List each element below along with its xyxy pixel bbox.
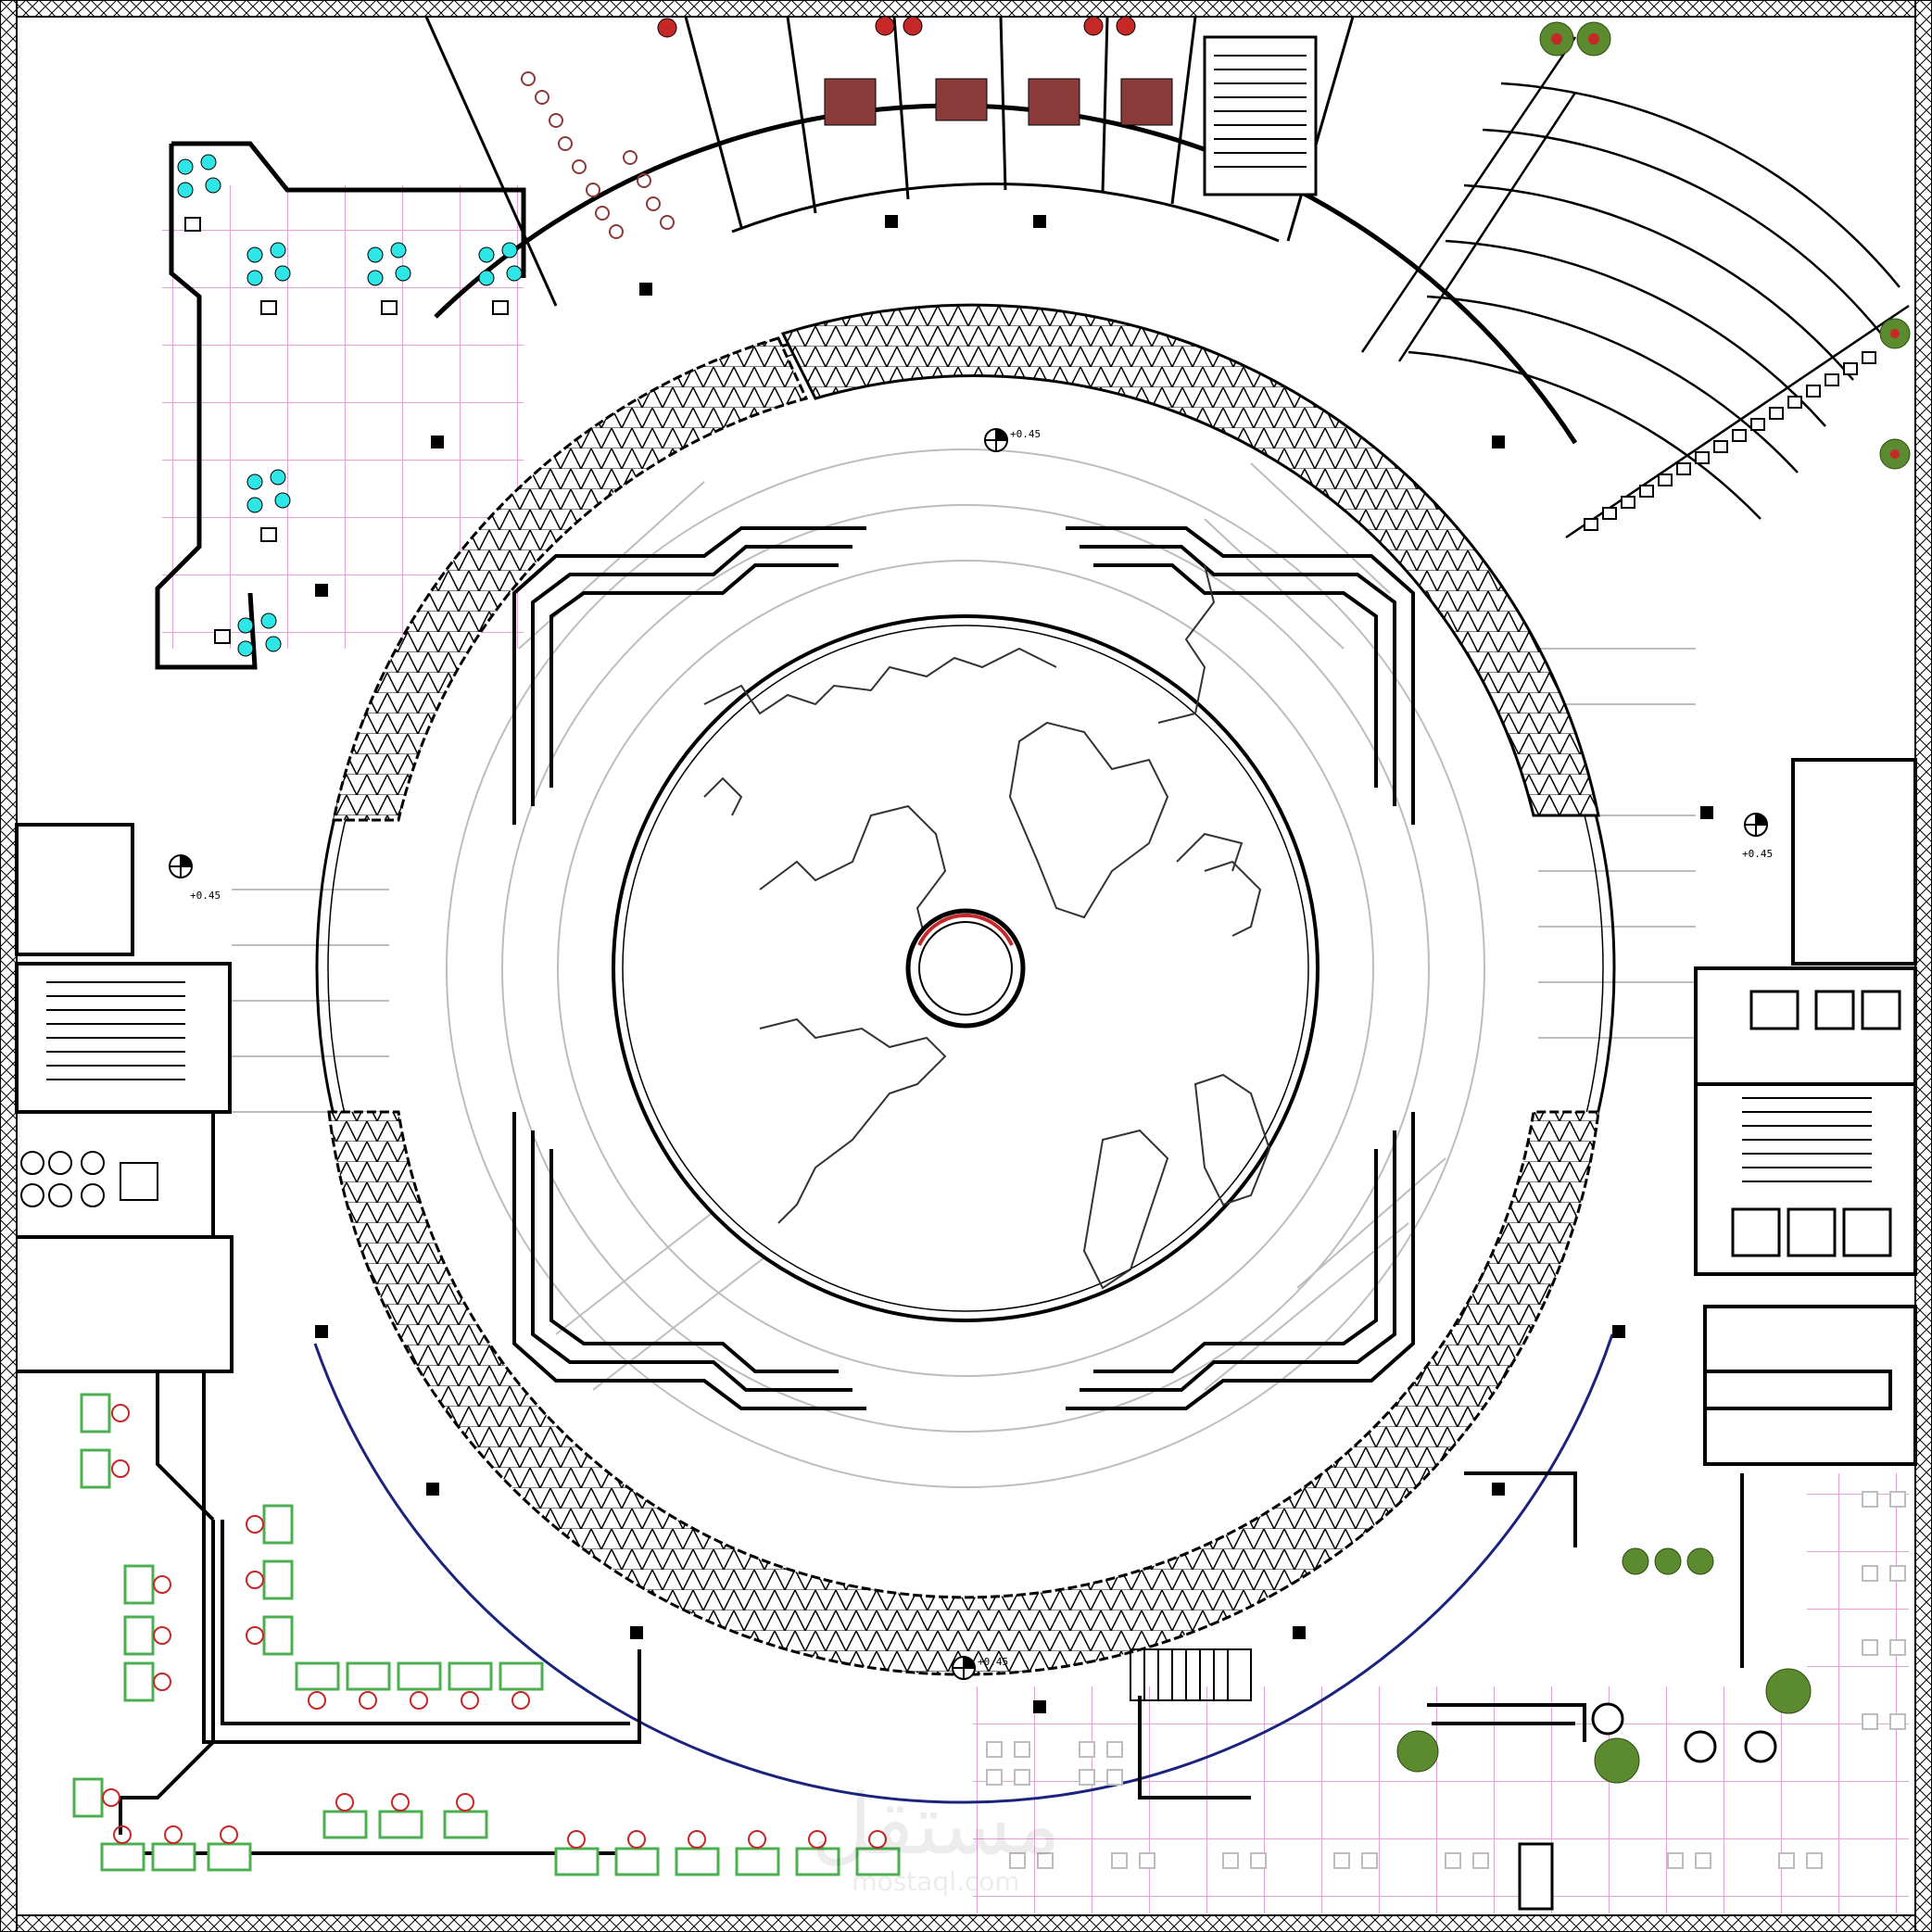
cafe-table (1518, 1702, 1777, 1911)
north-rooms (424, 16, 1355, 307)
level-label-east: +0.45 (1742, 848, 1773, 860)
decorative-frame (512, 526, 1415, 1410)
north-west-seating (521, 71, 675, 239)
auditorium (1360, 36, 1910, 539)
office-grid-zone (162, 185, 1909, 1913)
east-stair (1742, 1097, 1872, 1182)
level-mark-west: +0.45 (169, 854, 221, 902)
west-stair (46, 981, 185, 1080)
east-core (1694, 758, 1917, 1466)
workstation-cluster (177, 154, 523, 657)
dining-chair (986, 1491, 1906, 1869)
computer-desk (72, 1393, 901, 1876)
meeting-furniture (657, 16, 1173, 126)
cafe-walls (1138, 1370, 1892, 1799)
south-stair (1130, 1648, 1252, 1701)
level-mark-south: +0.45 (952, 1656, 1008, 1680)
level-mark-north: +0.45 (984, 428, 1041, 452)
auditorium-front-seats (1584, 351, 1876, 531)
computer-lab-walls (17, 1370, 641, 1855)
watermark: مستقل mostaql.com (811, 1776, 1060, 1897)
level-mark-east: +0.45 (1742, 813, 1773, 860)
restroom-west (20, 1151, 158, 1207)
truss-ring (327, 303, 1600, 1676)
west-core (15, 823, 234, 1373)
computer-chair (102, 1404, 887, 1849)
world-map-globe-icon (612, 564, 1320, 1322)
level-label-north: +0.45 (1010, 428, 1041, 440)
level-label-west: +0.45 (190, 890, 221, 902)
column (315, 215, 1713, 1713)
east-lockers (1731, 990, 1901, 1257)
north-west-office-walls (155, 141, 526, 670)
watermark-subtext: mostaql.com (852, 1866, 1019, 1897)
plant-icon (1396, 21, 1911, 1784)
level-label-south: +0.45 (978, 1656, 1008, 1668)
watermark-text: مستقل (811, 1776, 1060, 1874)
plant-pot-icon (1551, 33, 1900, 459)
guide-lines (232, 435, 1696, 1488)
